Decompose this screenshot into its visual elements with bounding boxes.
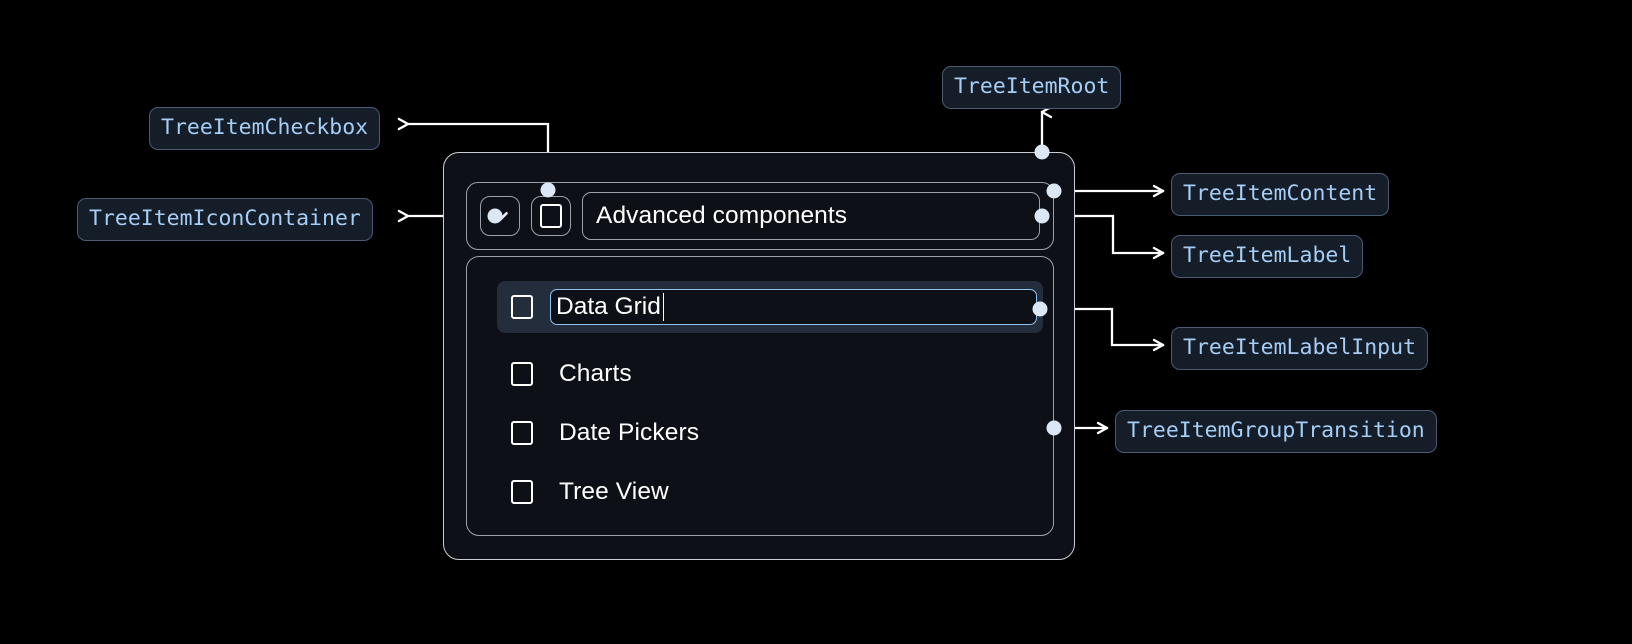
- tree-item-label[interactable]: Advanced components: [582, 192, 1040, 240]
- annotation-tree-item-group-transition: TreeItemGroupTransition: [1115, 410, 1437, 453]
- annotation-tree-item-root: TreeItemRoot: [942, 66, 1122, 109]
- anchor-dot-label-input: [1032, 301, 1048, 317]
- child-label: Date Pickers: [559, 419, 700, 446]
- tree-item-content[interactable]: Advanced components: [466, 182, 1054, 250]
- annotation-tree-item-label: TreeItemLabel: [1171, 235, 1364, 278]
- annotation-tree-item-content: TreeItemContent: [1171, 173, 1390, 216]
- list-item[interactable]: Tree View: [497, 468, 1043, 516]
- tree-item-label-text: Advanced components: [596, 202, 848, 229]
- annotation-tree-item-icon-container: TreeItemIconContainer: [77, 198, 373, 241]
- text-caret: [662, 293, 665, 321]
- anchor-dot-icon-container: [487, 208, 503, 224]
- anchor-dot-group-transition: [1046, 420, 1062, 436]
- tree-item-group-transition: Data Grid Charts Date Pickers Tree View: [466, 256, 1054, 536]
- list-item[interactable]: Date Pickers: [497, 409, 1043, 457]
- anchor-dot-root: [1034, 144, 1050, 160]
- child-checkbox-icon[interactable]: [511, 295, 533, 319]
- child-checkbox-icon[interactable]: [511, 362, 533, 386]
- child-checkbox-icon[interactable]: [511, 421, 533, 445]
- child-label: Charts: [559, 360, 632, 387]
- list-item[interactable]: Charts: [497, 350, 1043, 398]
- tree-item-label-input[interactable]: Data Grid: [550, 289, 1037, 325]
- annotation-tree-item-checkbox: TreeItemCheckbox: [149, 107, 381, 150]
- child-checkbox-icon[interactable]: [511, 480, 533, 504]
- tree-item-label-input-value: Data Grid: [556, 293, 661, 320]
- anchor-dot-label: [1034, 208, 1050, 224]
- annotation-tree-item-label-input: TreeItemLabelInput: [1171, 327, 1428, 370]
- child-label: Tree View: [559, 478, 669, 505]
- anchor-dot-content: [1046, 183, 1062, 199]
- list-item[interactable]: Data Grid: [497, 281, 1043, 333]
- anchor-dot-checkbox: [540, 182, 556, 198]
- tree-item-checkbox[interactable]: [531, 196, 571, 236]
- tree-item-root[interactable]: [443, 152, 1075, 560]
- checkbox-box-icon: [540, 204, 562, 228]
